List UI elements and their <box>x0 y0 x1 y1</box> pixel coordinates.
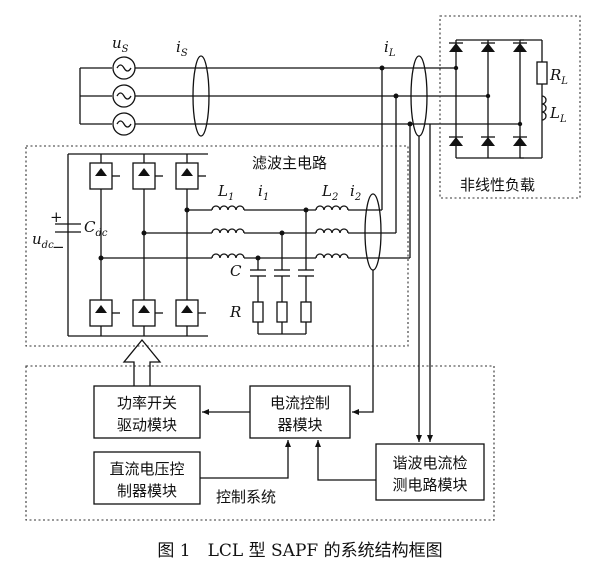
inductor-L1 <box>211 205 245 259</box>
dc-to-ctrl-arrow <box>200 440 291 479</box>
control-system-label: 控制系统 <box>216 488 276 506</box>
i2-feedback-arrow <box>352 270 374 415</box>
nonlinear-load-label: 非线性负载 <box>460 176 535 194</box>
ac-source-a <box>112 56 136 80</box>
inductor-L2 <box>315 205 349 259</box>
nonlinear-load: RL LL 非线性负载 <box>439 15 581 199</box>
dc-plus: + <box>50 208 63 226</box>
ac-source-c <box>112 112 136 136</box>
current-controller-line1: 电流控制 <box>270 394 330 412</box>
driver-module-line1: 功率开关 <box>117 394 177 412</box>
harmonic-detection-line1: 谐波电流检 <box>392 454 467 472</box>
L2-label: L2 <box>321 182 338 203</box>
current-controller-line2: 器模块 <box>277 416 322 434</box>
i1-label: i1 <box>258 182 269 203</box>
load-resistor-label: RL <box>549 66 568 87</box>
R-label: R <box>229 303 241 321</box>
drive-signal-arrow <box>122 338 162 386</box>
load-inductor-label: LL <box>549 104 567 125</box>
L1-label: L1 <box>217 182 234 203</box>
dc-controller-line1: 直流电压控 <box>109 460 184 478</box>
C-label: C <box>230 262 242 280</box>
load-inductor <box>541 95 547 121</box>
filter-main-circuit: 滤波主电路 + − Cdc udc <box>25 145 410 347</box>
harmonic-detection-module <box>375 443 485 501</box>
igbt-upper <box>89 162 206 190</box>
i2-label: i2 <box>350 182 361 203</box>
damping-resistors <box>252 301 312 323</box>
dc-voltage-controller-module <box>93 451 201 505</box>
filter-main-label: 滤波主电路 <box>252 154 327 172</box>
load-current-label: iL <box>384 38 396 59</box>
dc-cap-label: Cdc <box>84 218 108 239</box>
load-resistor <box>536 61 548 85</box>
igbt-lower <box>89 299 206 327</box>
dc-controller-line2: 制器模块 <box>117 482 177 500</box>
source-current-sensor <box>192 55 210 137</box>
main-lines <box>135 65 450 258</box>
dc-minus: − <box>52 238 65 256</box>
filter-capacitors <box>250 269 314 277</box>
current-controller-module <box>249 385 351 439</box>
driver-module-line2: 驱动模块 <box>117 416 177 434</box>
ac-source-b <box>112 84 136 108</box>
figure-caption: 图 1 LCL 型 SAPF 的系统结构框图 <box>157 541 442 561</box>
control-system: 功率开关 驱动模块 电流控制 器模块 直流电压控 制器模块 谐波电流检 测电路模… <box>25 124 495 521</box>
harmonic-to-ctrl-arrow <box>315 440 376 481</box>
source-current-label: iS <box>176 38 188 59</box>
driver-module <box>93 385 201 439</box>
source-voltage-label: uS <box>112 34 129 55</box>
dc-voltage-label: udc <box>32 230 54 251</box>
harmonic-detection-line2: 测电路模块 <box>392 476 467 494</box>
grid-sources <box>79 56 136 136</box>
